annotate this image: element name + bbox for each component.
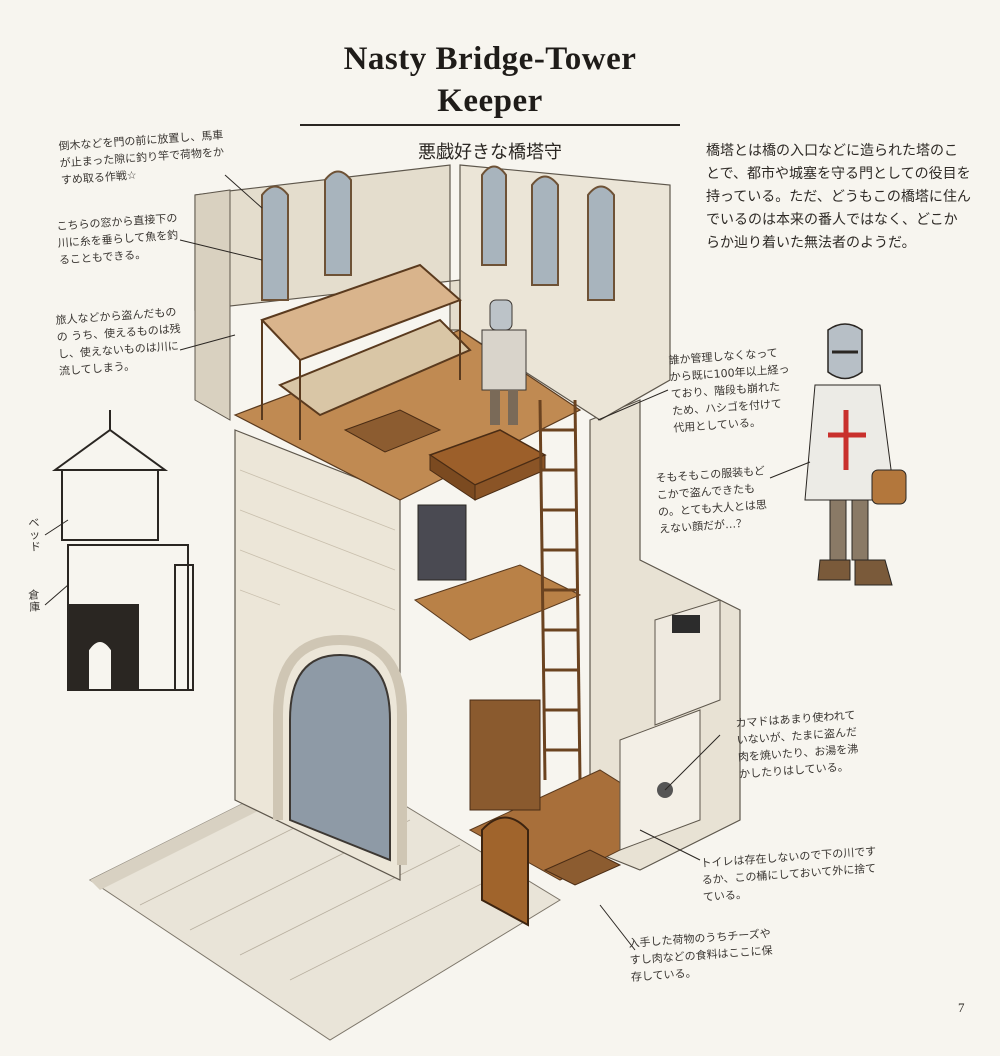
label-bed: ベッド (27, 516, 42, 554)
wooden-door (481, 816, 529, 927)
annotation-leaders (44, 174, 811, 951)
treasure-chest (428, 429, 547, 501)
knight-character (804, 323, 907, 586)
wall-stones (239, 469, 396, 611)
annotation-stolen-goods: 旅人などから盗んだものの うち、使えるものは残し、使えないものは川に流してしまう… (55, 305, 182, 378)
storage-shelf (469, 699, 541, 811)
ladder (538, 399, 582, 781)
title-block: Nasty Bridge-Tower Keeper 悪戯好きな橋塔守 (300, 38, 680, 164)
hearth (619, 599, 721, 851)
annotation-costume: そもそもこの服装もどこかで盗んできたもの。とても大人とは思えない顔だが…？ (655, 464, 768, 536)
description-paragraph: 橋塔とは橋の入口などに造られた塔のことで、都市や城塞を守る門としての役目を持って… (706, 143, 971, 251)
annotation-food-storage: 入手した荷物のうちチーズやすし肉などの食料はここに保存している。 (628, 927, 773, 984)
barred-window (417, 504, 467, 581)
tower-knight-figure (481, 299, 527, 425)
windows (261, 165, 615, 301)
arch-doorway (289, 653, 391, 862)
label-storage: 倉庫 (27, 588, 41, 614)
bunk-bed (260, 263, 472, 440)
battlement-left-wall (194, 189, 231, 421)
small-table (343, 409, 442, 453)
annotation-hearth: カマドはあまり使われていないが、たまに盗んだ肉を焼いたり、お湯を沸かしたりはして… (735, 708, 859, 781)
page-title: Nasty Bridge-Tower Keeper (300, 38, 680, 126)
page-subtitle: 悪戯好きな橋塔守 (418, 142, 562, 163)
ground-table (543, 849, 622, 886)
page-number: 7 (958, 1000, 965, 1015)
annotation-window-fishing: こちらの窓から直接下の川に糸を垂らして魚を釣ることもできる。 (56, 211, 179, 267)
middle-floor (413, 564, 582, 641)
arch-stones (273, 634, 407, 865)
elevation-sketch (51, 410, 194, 691)
annotation-ladder: 誰か管理しなくなってから既に100年以上経っており、階段も崩れたため、ハシゴを付… (668, 346, 790, 435)
